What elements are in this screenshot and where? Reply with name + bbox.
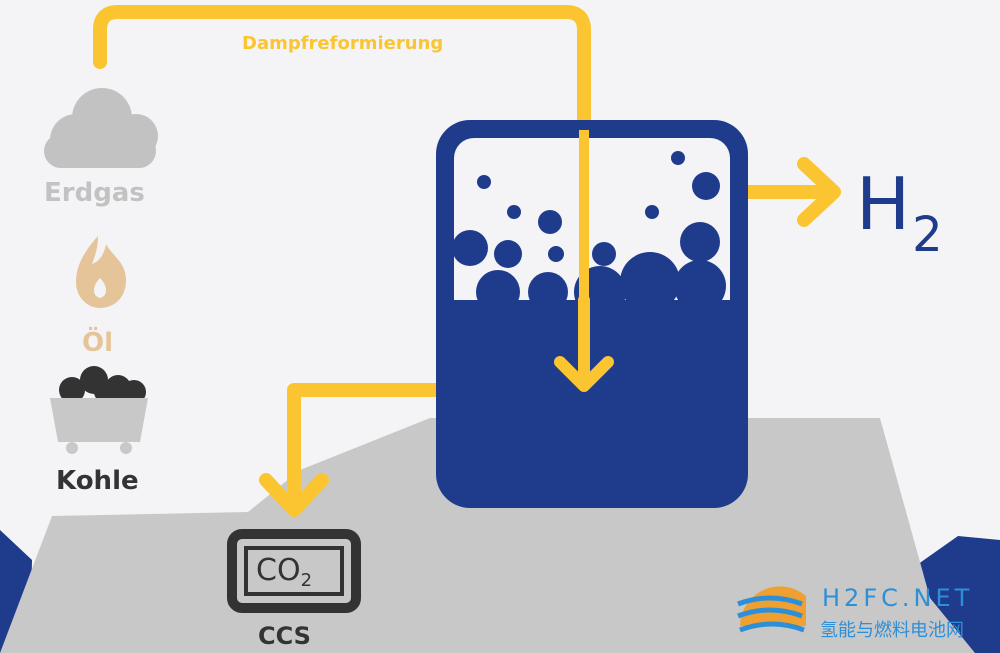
co2-subscript: 2: [300, 570, 313, 591]
process-label: Dampfreformierung: [242, 33, 444, 54]
h2-subscript: 2: [912, 207, 945, 263]
co2-pipe: [287, 383, 436, 500]
h2-main: H: [856, 162, 913, 246]
watermark-cjk: 氢能与燃料电池网: [820, 620, 964, 641]
coal-cart-icon: [50, 366, 148, 454]
co2-arrow-head: [259, 473, 329, 517]
oel-label: Öl: [82, 328, 114, 358]
flame-icon: [76, 236, 126, 308]
erdgas-label: Erdgas: [44, 178, 145, 208]
process-pipe: [93, 5, 591, 337]
co2-label: CO2: [256, 553, 312, 591]
co2-main: CO: [256, 553, 301, 588]
down-arrow: [554, 294, 614, 392]
cloud-icon: [44, 88, 158, 168]
h2fc-logo-icon: [737, 586, 806, 633]
ccs-label: CCS: [258, 622, 311, 650]
reactor-tank-icon: [436, 120, 748, 508]
co2-storage-icon: [227, 529, 361, 613]
kohle-label: Kohle: [56, 466, 139, 496]
h2-arrow-head: [797, 157, 841, 227]
watermark-latin: H2FC.NET: [822, 584, 974, 612]
h2-label: H2: [856, 162, 945, 263]
